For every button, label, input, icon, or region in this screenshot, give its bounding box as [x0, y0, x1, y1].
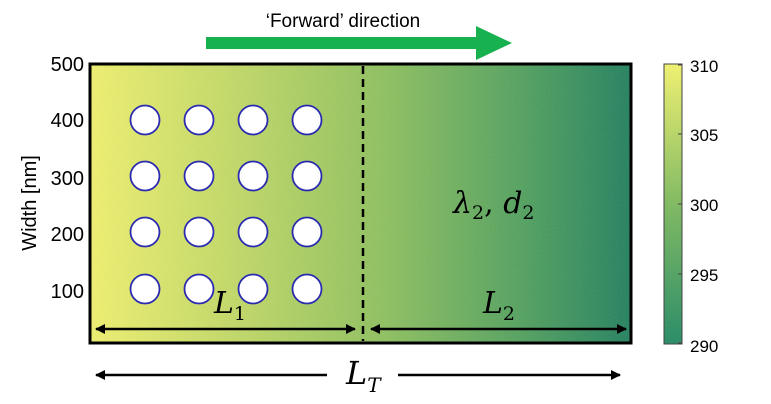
y-tick-500: 500	[51, 54, 84, 76]
l1-sub: 1	[234, 303, 246, 325]
lt-sub: T	[367, 373, 382, 397]
y-axis-ticks: 500 400 300 200 100	[51, 54, 84, 303]
pore-circle	[129, 104, 161, 136]
pore-circle	[291, 160, 323, 192]
lt-label: LT	[345, 354, 382, 397]
y-tick-200: 200	[51, 224, 84, 246]
pore-circle	[291, 104, 323, 136]
temperature-field	[88, 62, 633, 345]
l1-main: L	[213, 286, 234, 321]
lambda-symbol: λ	[452, 186, 472, 221]
colorbar-tick-305: 305	[690, 126, 718, 145]
region2-parameters: λ2, d2	[452, 186, 535, 224]
d-subscript: 2	[522, 202, 534, 224]
pore-circle	[237, 273, 269, 305]
forward-arrow-icon	[206, 26, 512, 60]
pore-circle	[183, 273, 215, 305]
pore-circle	[291, 216, 323, 248]
colorbar: 310 305 300 295 290	[663, 57, 718, 356]
y-tick-400: 400	[51, 110, 84, 132]
pore-circle	[237, 104, 269, 136]
y-tick-100: 100	[51, 281, 84, 303]
pore-circle	[129, 273, 161, 305]
y-axis-label: Width [nm]	[19, 155, 41, 251]
direction-label: ‘Forward’ direction	[266, 11, 421, 32]
lt-main: L	[345, 354, 367, 392]
pore-circle	[237, 216, 269, 248]
y-tick-300: 300	[51, 168, 84, 190]
pore-circle	[183, 104, 215, 136]
l2-main: L	[482, 286, 503, 321]
l2-sub: 2	[503, 303, 515, 325]
l2-label: L2	[482, 286, 515, 325]
colorbar-tick-300: 300	[690, 196, 718, 215]
param-separator: ,	[484, 186, 503, 221]
pore-circle	[129, 160, 161, 192]
colorbar-tick-310: 310	[690, 57, 718, 76]
pore-circle	[237, 160, 269, 192]
l1-label: L1	[213, 286, 246, 325]
d-symbol: d	[503, 186, 522, 221]
pore-circle	[129, 216, 161, 248]
pore-array	[129, 104, 323, 305]
pore-circle	[183, 216, 215, 248]
pore-circle	[183, 160, 215, 192]
lambda-subscript: 2	[472, 202, 484, 224]
colorbar-tick-290: 290	[690, 337, 718, 356]
colorbar-tick-295: 295	[690, 266, 718, 285]
pore-circle	[291, 273, 323, 305]
